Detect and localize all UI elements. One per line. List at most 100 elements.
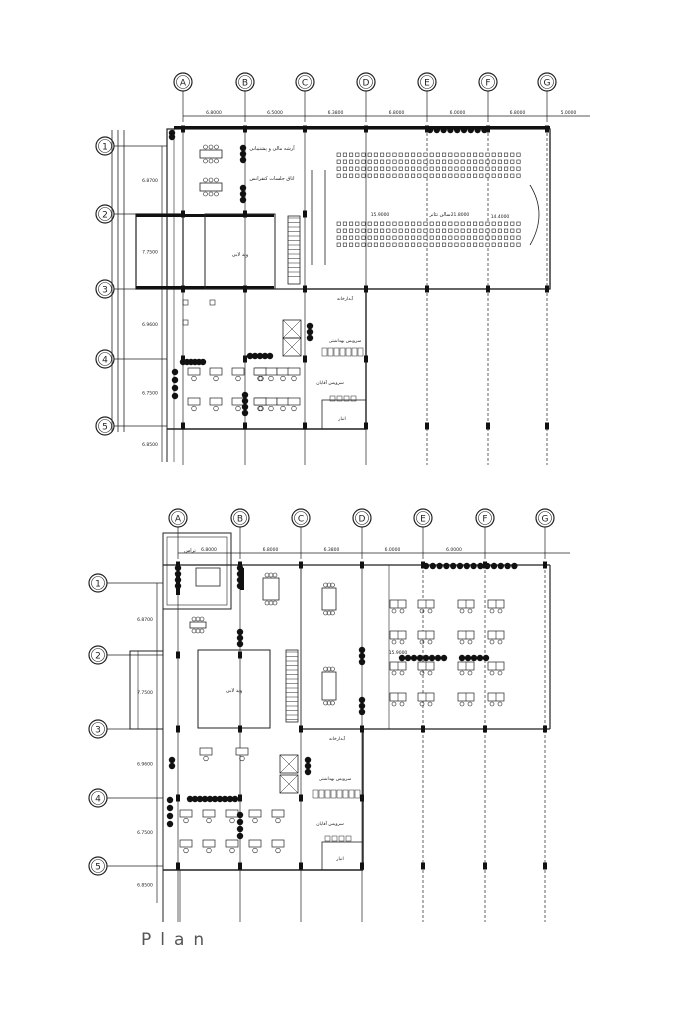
plant-shrub bbox=[191, 795, 199, 803]
auditorium-seat bbox=[423, 173, 428, 178]
desk bbox=[209, 367, 223, 376]
plant-shrub bbox=[166, 796, 174, 804]
desk bbox=[287, 397, 301, 406]
grid-col-B-label: B bbox=[237, 515, 243, 525]
plant-shrub bbox=[246, 352, 254, 360]
chair bbox=[459, 701, 465, 707]
auditorium-seat bbox=[355, 166, 360, 171]
grid-col-E-bubble-inner bbox=[420, 75, 434, 89]
void-label: وید لابی bbox=[226, 688, 243, 694]
stair bbox=[285, 649, 299, 723]
toilet-stall bbox=[354, 789, 361, 799]
auditorium-seat bbox=[336, 159, 341, 164]
auditorium-seat bbox=[504, 166, 509, 171]
auditorium-seat bbox=[435, 221, 440, 226]
pillar-mark bbox=[182, 299, 189, 306]
auditorium-seat bbox=[516, 228, 521, 233]
desk bbox=[187, 397, 201, 406]
chair bbox=[497, 670, 503, 676]
chair bbox=[199, 628, 205, 634]
auditorium-seat bbox=[497, 159, 502, 164]
auditorium-seat bbox=[442, 159, 447, 164]
auditorium-seat bbox=[342, 242, 347, 247]
auditorium-seat bbox=[491, 235, 496, 240]
auditorium-seat bbox=[454, 242, 459, 247]
chair bbox=[252, 817, 258, 824]
chair bbox=[291, 405, 297, 412]
auditorium-seat bbox=[504, 159, 509, 164]
chair bbox=[419, 639, 425, 645]
kitchen-label: آبدارخانه bbox=[329, 736, 346, 742]
chair bbox=[323, 582, 328, 588]
chair bbox=[497, 701, 503, 707]
desk bbox=[276, 397, 290, 406]
meeting-table bbox=[321, 671, 337, 701]
chair bbox=[183, 847, 189, 854]
grid-row-1-bubble-inner bbox=[91, 576, 105, 590]
dimension-value: 15.9000 bbox=[389, 650, 408, 656]
dimension-value: 21.8000 bbox=[451, 212, 470, 218]
auditorium-seat bbox=[491, 242, 496, 247]
desk bbox=[264, 367, 278, 376]
structural-column bbox=[303, 355, 307, 363]
auditorium-seat bbox=[460, 173, 465, 178]
dimension-value: 6.0000 bbox=[385, 547, 401, 553]
plant-shrub bbox=[236, 825, 244, 833]
grid-col-G-label: G bbox=[544, 79, 551, 89]
toilet-stall bbox=[336, 789, 343, 799]
auditorium-seat bbox=[386, 228, 391, 233]
desk bbox=[179, 809, 193, 818]
chair bbox=[206, 817, 212, 824]
dimension-value: 6.8700 bbox=[137, 617, 153, 623]
auditorium-seat bbox=[423, 242, 428, 247]
chair bbox=[235, 375, 241, 382]
auditorium-seat bbox=[398, 242, 403, 247]
desk bbox=[248, 839, 262, 848]
auditorium-seat bbox=[392, 166, 397, 171]
auditorium-seat bbox=[460, 235, 465, 240]
chair bbox=[391, 639, 397, 645]
storage-label: انبار bbox=[335, 857, 343, 862]
auditorium-seat bbox=[342, 152, 347, 157]
chair bbox=[191, 628, 197, 634]
auditorium-seat bbox=[367, 173, 372, 178]
auditorium-seat bbox=[398, 228, 403, 233]
auditorium-seat bbox=[435, 242, 440, 247]
auditorium-seat bbox=[442, 221, 447, 226]
chair bbox=[203, 755, 209, 762]
first-floor-plan: 6.8000A6.5000B6.3800C6.8000D6.0000E6.800… bbox=[95, 72, 590, 465]
chair bbox=[203, 158, 208, 164]
plant-shrub bbox=[239, 156, 247, 164]
plant-shrub bbox=[166, 820, 174, 828]
plant-shrub bbox=[236, 832, 244, 840]
plant-shrub bbox=[226, 795, 234, 803]
entrance-canopy bbox=[129, 650, 164, 730]
auditorium-seat bbox=[336, 228, 341, 233]
desk bbox=[225, 839, 239, 848]
chair bbox=[489, 670, 495, 676]
auditorium-seat bbox=[485, 221, 490, 226]
grid-col-G-bubble-inner bbox=[538, 511, 552, 525]
plant-shrub bbox=[433, 126, 440, 134]
chair bbox=[203, 177, 208, 183]
structural-column bbox=[303, 285, 307, 293]
plant-shrub bbox=[171, 376, 179, 384]
plant-shrub bbox=[241, 397, 249, 405]
chair bbox=[323, 666, 328, 672]
plant-shrub bbox=[482, 654, 490, 662]
structural-column bbox=[483, 561, 487, 569]
grid-col-E-bubble-inner bbox=[416, 511, 430, 525]
chair bbox=[272, 572, 278, 578]
auditorium-seat bbox=[516, 242, 521, 247]
toilet-stall bbox=[324, 789, 331, 799]
plan-caption: Plan bbox=[141, 930, 214, 950]
auditorium-seat bbox=[417, 221, 422, 226]
plant-shrub bbox=[171, 368, 179, 376]
structural-column bbox=[299, 794, 303, 802]
auditorium-seat bbox=[411, 173, 416, 178]
chair bbox=[489, 701, 495, 707]
grid-row-3-bubble-inner bbox=[98, 282, 112, 296]
structural-column bbox=[543, 561, 547, 569]
auditorium-seat bbox=[411, 235, 416, 240]
